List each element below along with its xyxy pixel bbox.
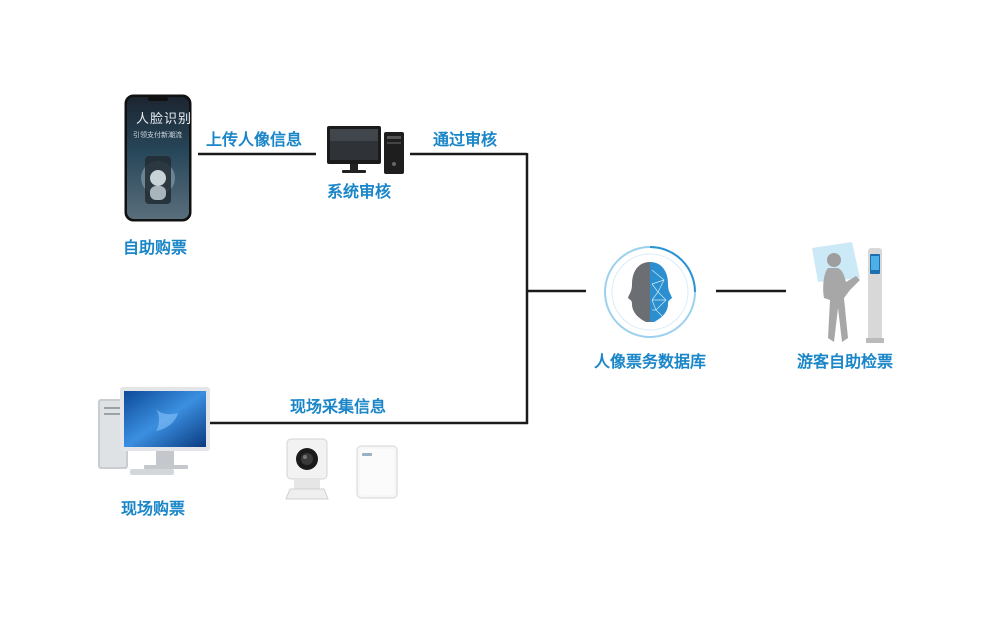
edge-label-onsite-collect: 现场采集信息 [290, 397, 387, 416]
edge-label-approved: 通过审核 [433, 130, 498, 149]
phone-screen-title: 人脸识别 [136, 112, 193, 127]
edge-label-upload: 上传人像信息 [206, 130, 303, 149]
phone-screen-subtitle: 引领支付新潮流 [133, 131, 182, 139]
review-computer-image [326, 124, 406, 178]
onsite-desktop-image [96, 385, 212, 481]
reader-device-image [356, 445, 398, 499]
node-label-self-check: 游客自助检票 [797, 352, 894, 371]
node-label-system-review: 系统审核 [327, 182, 392, 201]
face-database-icon [602, 244, 698, 340]
camera-image [284, 437, 330, 501]
node-label-database: 人像票务数据库 [594, 352, 707, 371]
ticket-gate-image [804, 238, 886, 348]
smartphone-image: 人脸识别 引领支付新潮流 [124, 94, 192, 222]
node-label-self-purchase: 自助购票 [123, 238, 188, 257]
node-label-onsite-purchase: 现场购票 [121, 499, 186, 518]
